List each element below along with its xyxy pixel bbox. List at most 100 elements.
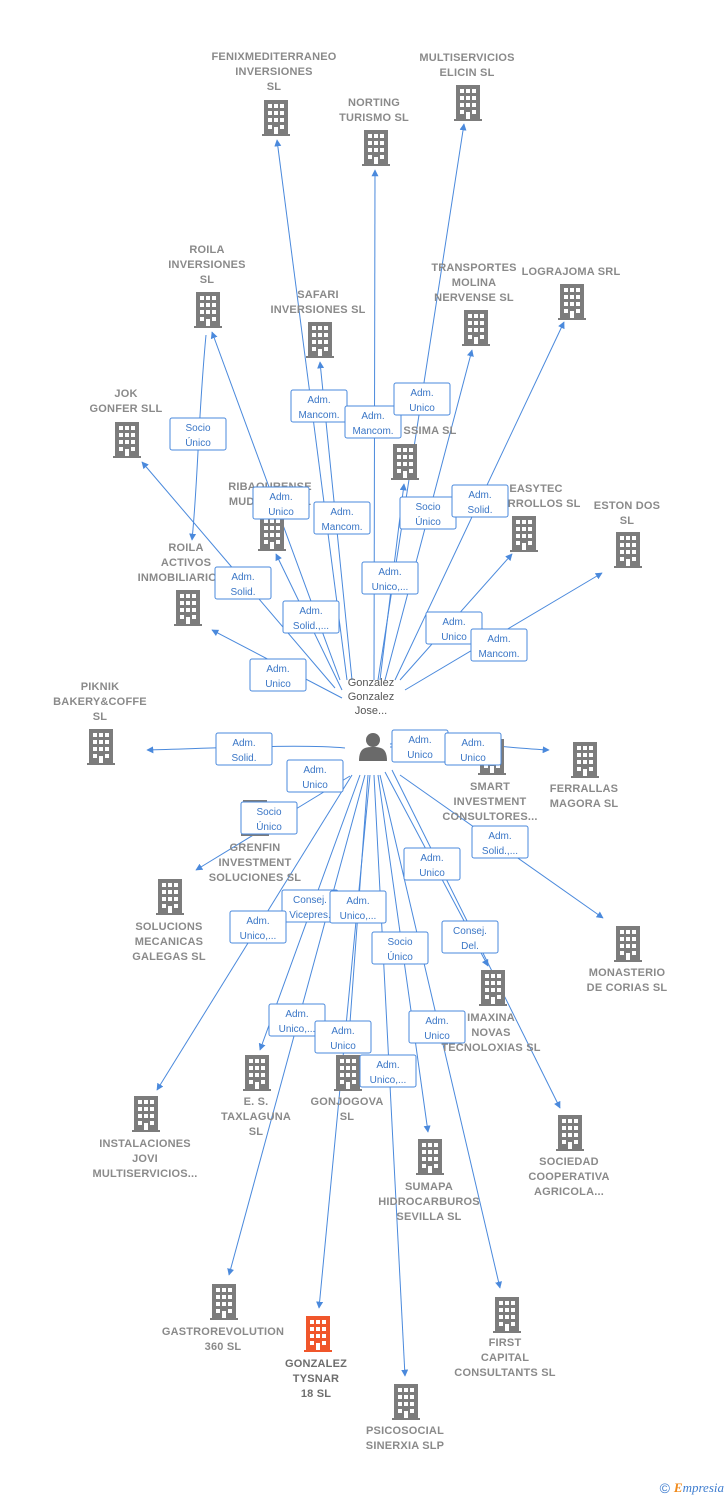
role-text: Adm.: [232, 738, 255, 749]
footer-brand[interactable]: © Empresia: [660, 1480, 724, 1496]
company-node-lograjoma[interactable]: LOGRAJOMA SRL: [522, 266, 621, 320]
role-text: Unico: [441, 632, 467, 643]
role-text: Adm.: [488, 831, 511, 842]
role-text: Adm.: [487, 634, 510, 645]
role-text: Adm.: [420, 853, 443, 864]
role-badge[interactable]: Adm.Mancom.: [344, 405, 402, 439]
role-badge[interactable]: Adm.Unico: [425, 611, 483, 645]
role-badge[interactable]: Adm.Unico: [393, 382, 451, 416]
role-text: Mancom.: [352, 426, 393, 437]
role-text: Vicepres.: [289, 910, 331, 921]
role-text: Unico: [407, 750, 433, 761]
building-icon: [614, 926, 642, 962]
role-badge[interactable]: Adm. Mancom.: [470, 628, 528, 662]
role-text: Unico: [419, 868, 445, 879]
role-badge[interactable]: Adm.Unico: [252, 486, 310, 520]
role-text: Unico: [268, 507, 294, 518]
role-text: Mancom.: [478, 649, 519, 660]
building-icon: [258, 515, 286, 551]
empresia-logo: Empresia: [673, 1480, 724, 1495]
role-badge[interactable]: Adm.Unico,...: [329, 890, 387, 924]
role-badge[interactable]: Adm.Unico,...: [229, 910, 287, 944]
role-text: Mancom.: [321, 522, 362, 533]
role-badge[interactable]: Adm.Solid.: [215, 732, 273, 766]
role-badge[interactable]: Adm.Unico: [249, 658, 307, 692]
role-text: Socio: [185, 423, 210, 434]
building-icon: [334, 1055, 362, 1091]
role-badge[interactable]: Adm.Mancom.: [313, 501, 371, 535]
role-badge[interactable]: Adm.Solid.,...: [282, 600, 340, 634]
role-text: Adm.: [307, 395, 330, 406]
company-node-ssima[interactable]: SSIMA SL: [391, 425, 457, 480]
building-icon: [462, 310, 490, 346]
role-text: Unico,...: [370, 1075, 407, 1086]
role-badge[interactable]: Adm.Mancom.: [290, 389, 348, 423]
role-badge[interactable]: Adm.Unico,...: [268, 1003, 326, 1037]
role-badge[interactable]: Adm. Unico: [391, 729, 449, 763]
building-icon: [156, 879, 184, 915]
role-badge[interactable]: Consej.Del.: [441, 920, 499, 954]
role-text: Adm.: [408, 735, 431, 746]
role-badge[interactable]: Consej.Vicepres.: [281, 889, 339, 923]
role-text: Único: [387, 950, 413, 963]
role-badge[interactable]: Adm.Unico,...: [361, 561, 419, 595]
role-badge[interactable]: Adm.Unico: [408, 1010, 466, 1044]
role-badge[interactable]: Adm.Unico,...: [359, 1054, 417, 1088]
building-icon: [571, 742, 599, 778]
role-text: Socio: [415, 502, 440, 513]
role-badge[interactable]: Adm. Unico: [403, 847, 461, 881]
role-text: Único: [415, 515, 441, 528]
role-text: Adm.: [425, 1016, 448, 1027]
role-badge[interactable]: Adm.Unico: [314, 1020, 372, 1054]
role-badge[interactable]: Adm.Solid.,...: [471, 825, 529, 859]
role-badge[interactable]: Adm.Unico: [286, 759, 344, 793]
role-badge[interactable]: Adm.Unico: [444, 732, 502, 766]
role-badge[interactable]: Adm.Solid.: [214, 566, 272, 600]
role-text: Único: [256, 820, 282, 833]
role-badge[interactable]: Adm.Solid.: [451, 484, 509, 518]
role-text: Unico,...: [372, 582, 409, 593]
